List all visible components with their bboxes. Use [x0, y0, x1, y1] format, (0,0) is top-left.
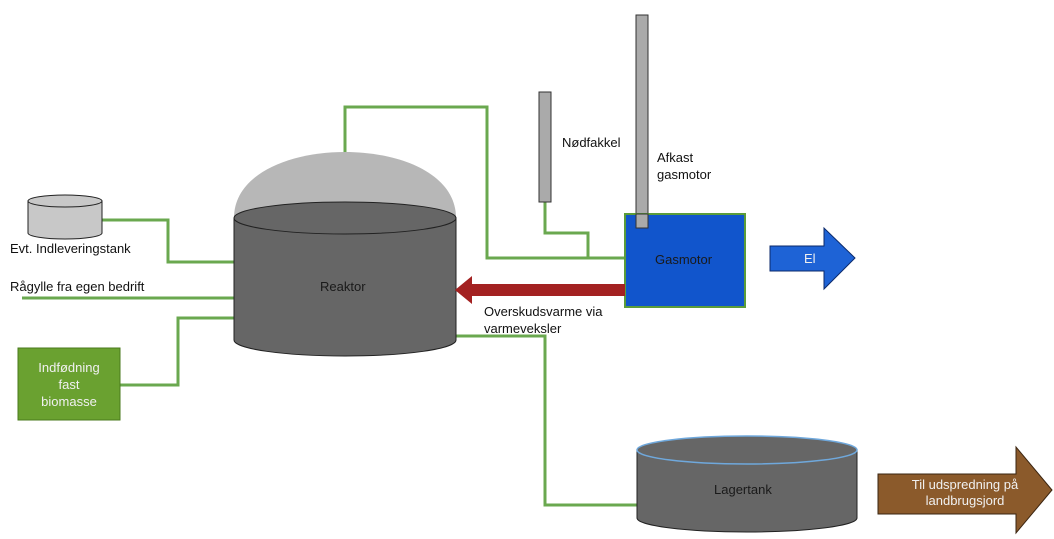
indleveringstank-tank [27, 194, 103, 240]
pipe-nodfakkel [543, 202, 590, 258]
afkast-label-1: Afkast [657, 150, 694, 165]
nodfakkel-stack [538, 91, 552, 203]
udspredning-arrow [877, 445, 1053, 535]
afkast-stack [635, 14, 649, 229]
afkast-label-2: gasmotor [657, 167, 712, 182]
indfodning-label-1: Indfødning [38, 360, 99, 375]
overskud-label-2: varmeveksler [484, 321, 562, 336]
el-arrow [769, 226, 856, 291]
overskud-label-1: Overskudsvarme via [484, 304, 603, 319]
afkast-stack-base [635, 213, 649, 229]
indfodning-label-3: biomasse [41, 394, 97, 409]
lagertank-label: Lagertank [714, 482, 772, 497]
gasmotor-label: Gasmotor [655, 252, 713, 267]
pipe-indleveringstank [102, 218, 234, 264]
ragylle-label: Rågylle fra egen bedrift [10, 279, 145, 294]
reaktor-dome [234, 152, 456, 218]
udspredning-label-1: Til udspredning på [912, 477, 1019, 492]
indfodning-label-2: fast [59, 377, 80, 392]
nodfakkel-label: Nødfakkel [562, 135, 621, 150]
pipe-to-lagertank [455, 334, 637, 507]
indleveringstank-label: Evt. Indleveringstank [10, 241, 131, 256]
reaktor-label: Reaktor [320, 279, 366, 294]
reaktor-tank [233, 201, 457, 357]
indfodning-box [17, 347, 121, 421]
gasmotor-box [624, 213, 746, 308]
udspredning-label-2: landbrugsjord [926, 493, 1005, 508]
pipe-indfodning [120, 316, 234, 387]
lagertank-tank [636, 435, 858, 533]
pipe-gas-to-motor [343, 105, 625, 260]
el-label: El [804, 251, 816, 266]
overskudsvarme-arrow [455, 276, 625, 304]
